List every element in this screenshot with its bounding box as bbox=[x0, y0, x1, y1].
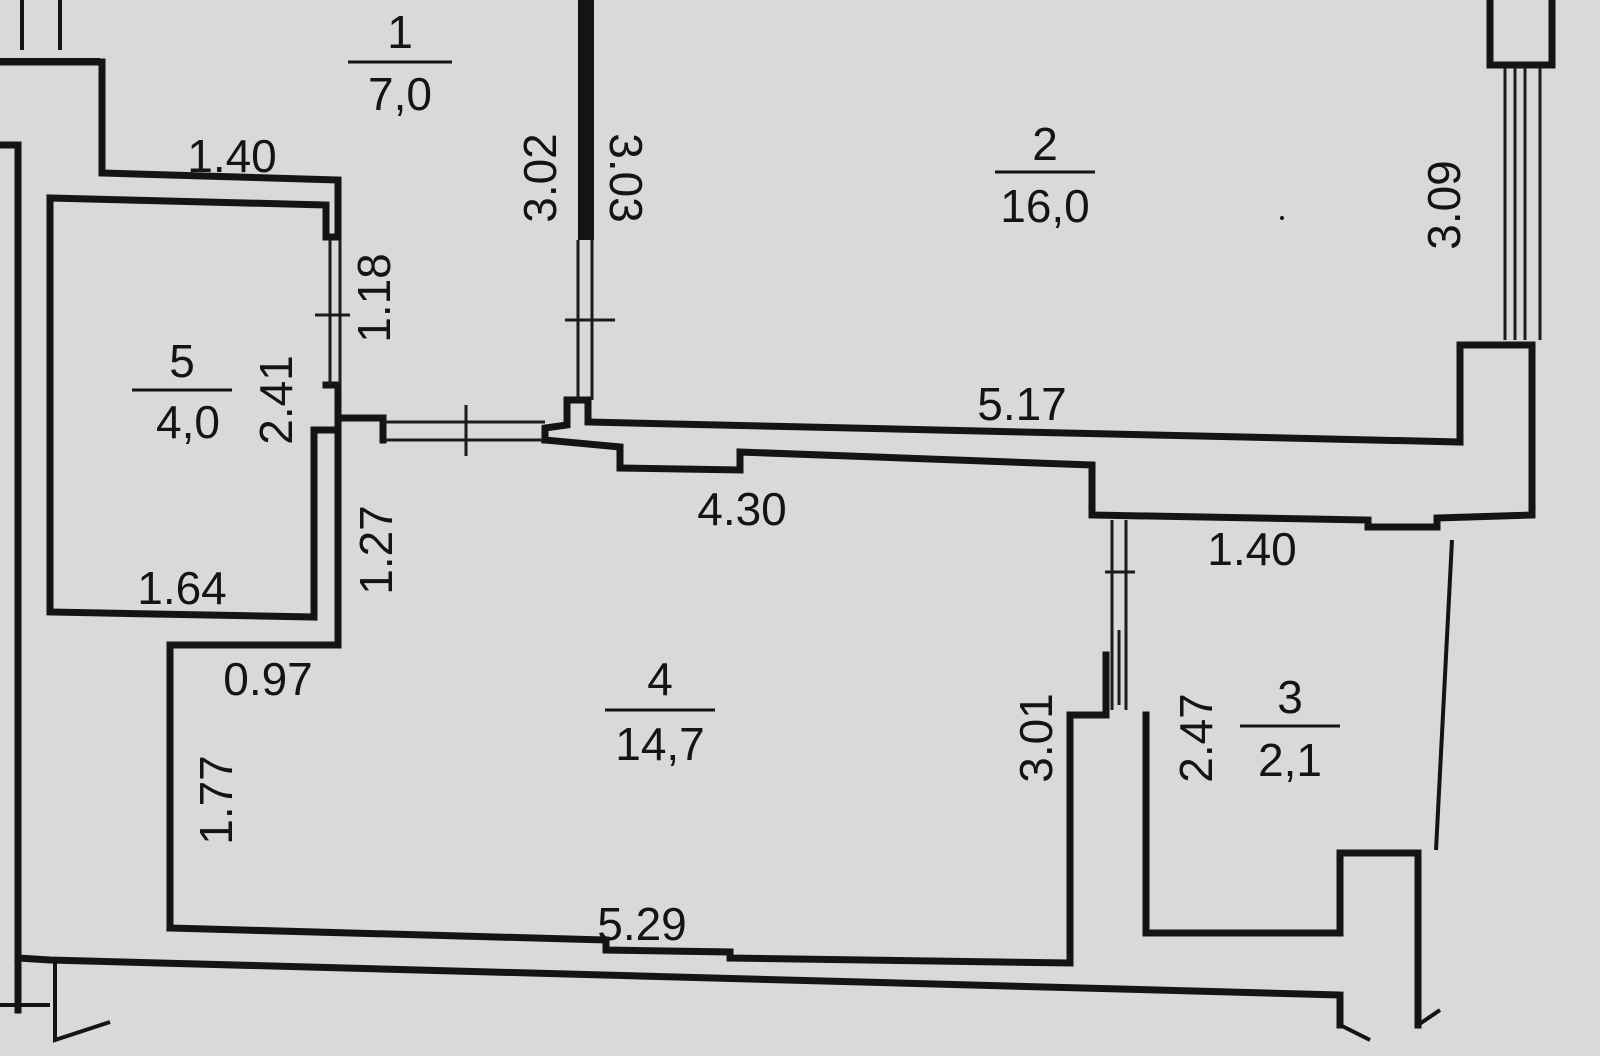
bath-right-wall bbox=[1434, 539, 1454, 851]
room-labels: 1 7,0 2 16,0 3 2,1 4 14,7 5 4,0 bbox=[132, 6, 1340, 786]
room-5-area: 4,0 bbox=[156, 396, 220, 448]
dim-corridor-door-width: 1.27 bbox=[350, 505, 402, 595]
room-3-label: 3 2,1 bbox=[1240, 671, 1340, 786]
outer-wall-bottom bbox=[14, 954, 1344, 1029]
room2-left-wall-fill bbox=[580, 0, 592, 240]
dim-kitchen-right-height: 3.01 bbox=[1010, 693, 1062, 783]
closet-wall bbox=[46, 194, 387, 621]
partition-wall bbox=[541, 341, 1536, 531]
dimension-labels: 1.40 1.18 2.41 1.64 1.27 0.97 1.77 5.29 … bbox=[137, 130, 1470, 950]
walls bbox=[0, 0, 1556, 1043]
dim-bath-height: 2.47 bbox=[1170, 693, 1222, 783]
closet-door bbox=[315, 240, 350, 385]
dim-kitchen-left-height: 1.77 bbox=[190, 755, 242, 845]
bath-walls bbox=[1142, 711, 1422, 1029]
bath-door bbox=[1105, 520, 1135, 710]
closet-lower-right bbox=[166, 381, 342, 932]
room-5-label: 5 4,0 bbox=[132, 335, 232, 448]
dim-closet-door-width: 1.18 bbox=[348, 253, 400, 343]
dim-room2-left-a: 3.02 bbox=[514, 133, 566, 223]
room-3-area: 2,1 bbox=[1258, 734, 1322, 786]
room-4-area: 14,7 bbox=[615, 718, 705, 770]
stray-dot bbox=[1280, 216, 1284, 220]
window bbox=[1503, 68, 1542, 340]
dim-room2-left-b: 3.03 bbox=[600, 133, 652, 223]
room-2-number: 2 bbox=[1032, 118, 1058, 170]
top-left-stub bbox=[0, 0, 100, 62]
room-3-number: 3 bbox=[1277, 671, 1303, 723]
dim-kitchen-notch: 0.97 bbox=[223, 653, 313, 705]
room-1-number: 1 bbox=[387, 6, 413, 58]
dim-kitchen-bottom-width: 5.29 bbox=[597, 898, 687, 950]
room-1-area: 7,0 bbox=[368, 68, 432, 120]
outer-wall-bottom-ext bbox=[0, 960, 1442, 1043]
kitchen-bottom-wall bbox=[166, 651, 1110, 967]
dim-room2-bottom-width: 5.17 bbox=[977, 378, 1067, 430]
dim-room2-right-height: 3.09 bbox=[1418, 160, 1470, 250]
room-4-number: 4 bbox=[647, 653, 673, 705]
dim-kitchen-top-width: 4.30 bbox=[697, 483, 787, 535]
outer-wall-left bbox=[0, 141, 22, 1014]
room-4-label: 4 14,7 bbox=[605, 653, 715, 770]
room-2-label: 2 16,0 bbox=[995, 118, 1095, 232]
dim-bath-top-width: 1.40 bbox=[1207, 523, 1297, 575]
room-1-label: 1 7,0 bbox=[348, 6, 452, 120]
corridor-upper-wall bbox=[0, 58, 342, 241]
room-5-number: 5 bbox=[169, 335, 195, 387]
room2-door bbox=[565, 240, 615, 400]
dim-closet-height: 2.41 bbox=[250, 355, 302, 445]
room2-right-wall bbox=[1486, 0, 1556, 69]
room-2-area: 16,0 bbox=[1000, 180, 1090, 232]
kitchen-door bbox=[385, 405, 545, 456]
dim-closet-width: 1.64 bbox=[137, 562, 227, 614]
dim-corridor-top-width: 1.40 bbox=[187, 130, 277, 182]
